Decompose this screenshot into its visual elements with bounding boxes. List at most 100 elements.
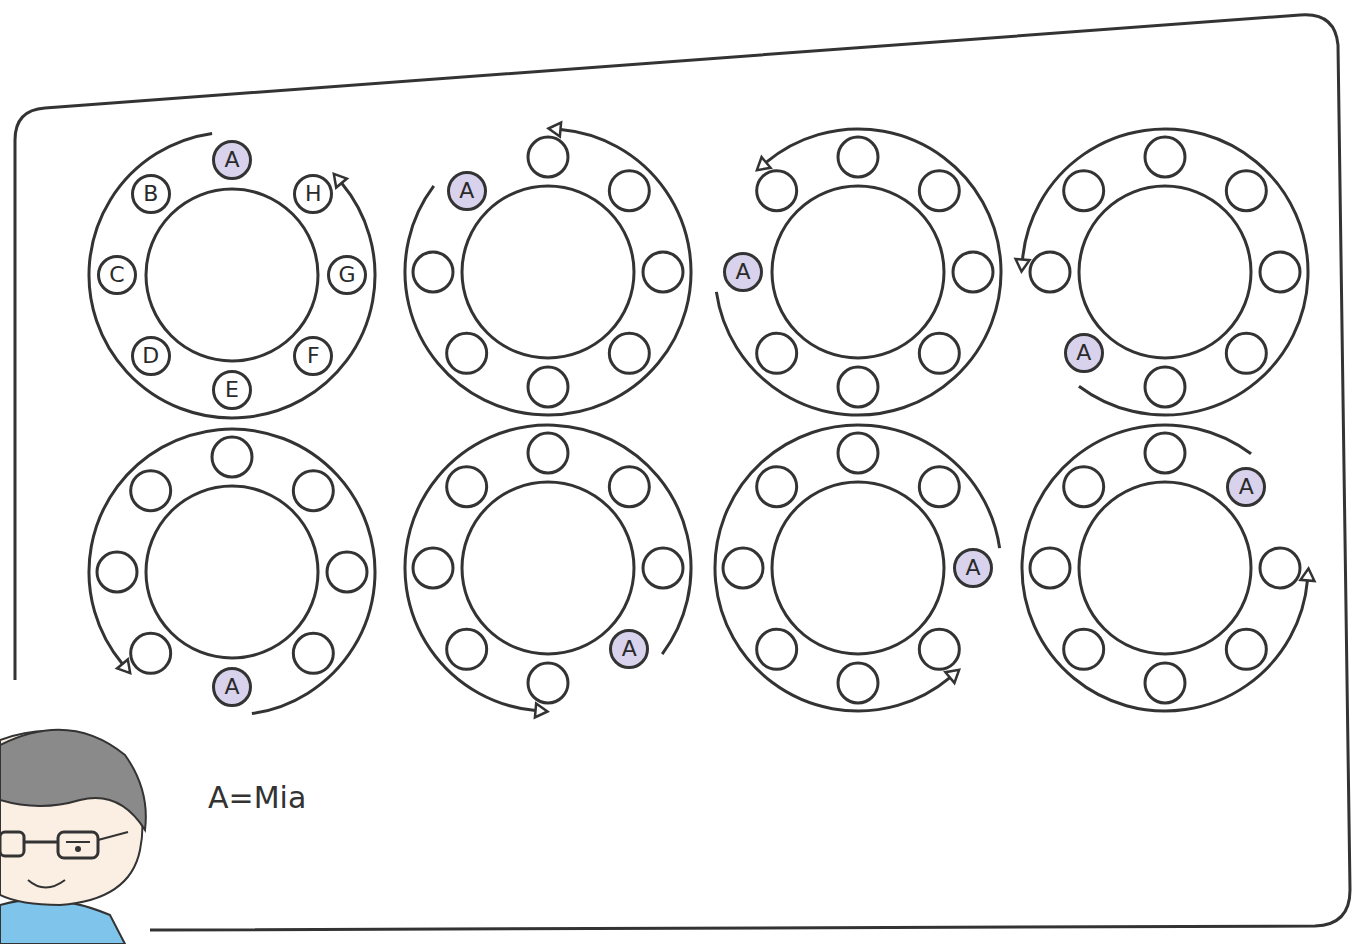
seat-circle	[1226, 333, 1266, 373]
inner-circle	[772, 482, 944, 654]
seat-circle	[838, 663, 878, 703]
seat-node: D	[131, 336, 171, 376]
seat-circle	[1030, 548, 1070, 588]
seat-letter: A	[1239, 476, 1254, 498]
seat-circle	[838, 433, 878, 473]
seat-node: F	[293, 336, 333, 376]
seat-shape	[214, 372, 251, 409]
seat-circle	[1260, 548, 1300, 588]
seat-circle	[447, 629, 487, 669]
seat-node: A	[953, 548, 993, 588]
seat-node: A	[447, 171, 487, 211]
seat-circle	[1260, 252, 1300, 292]
seat-circle	[919, 467, 959, 507]
seat-shape	[955, 550, 992, 587]
rotation-arc	[89, 133, 375, 418]
arrow-head	[1300, 569, 1314, 582]
seat-circle	[609, 467, 649, 507]
arrow-head	[117, 659, 130, 673]
seat-circle	[327, 552, 367, 592]
seat-node: E	[212, 370, 252, 410]
seat-node: A	[609, 629, 649, 669]
seat-circle	[609, 333, 649, 373]
inner-circle	[146, 486, 318, 658]
inner-circle	[462, 482, 634, 654]
seat-shape	[132, 338, 169, 375]
legend-note: A=Mia	[208, 780, 306, 815]
seat-circle	[1064, 467, 1104, 507]
seat-shape	[132, 175, 169, 212]
seat-circle	[953, 252, 993, 292]
arrow-head	[945, 670, 959, 683]
seat-circle	[212, 437, 252, 477]
seat-circle	[723, 548, 763, 588]
seat-letter: A	[224, 149, 239, 171]
seat-circle	[528, 367, 568, 407]
seat-shape	[214, 669, 251, 706]
seat-letter: C	[109, 264, 124, 286]
arrow-head	[757, 157, 771, 170]
seat-letter: A	[735, 261, 750, 283]
rotation-arc	[1023, 129, 1308, 415]
person-figure	[0, 730, 146, 944]
seat-circle	[1030, 252, 1070, 292]
seat-shape	[295, 175, 332, 212]
inner-circle	[772, 186, 944, 358]
seat-node: A	[723, 252, 763, 292]
arrow-head	[1016, 259, 1030, 272]
seat-circle	[528, 433, 568, 473]
seat-circle	[1145, 663, 1185, 703]
seat-circle	[919, 171, 959, 211]
seat-circle	[528, 663, 568, 703]
seat-node: A	[212, 667, 252, 707]
inner-circle	[146, 189, 318, 361]
seat-shape	[1228, 468, 1265, 505]
seat-circle	[413, 548, 453, 588]
rotation-arc	[89, 429, 375, 714]
seat-shape	[725, 254, 762, 291]
seat-letter: E	[225, 379, 239, 401]
seat-circle	[757, 333, 797, 373]
seat-circle	[1145, 433, 1185, 473]
seat-circle	[293, 471, 333, 511]
seat-shape	[611, 631, 648, 668]
seat-shape	[99, 257, 136, 294]
arrow-head	[535, 703, 548, 717]
seat-node: A	[1064, 333, 1104, 373]
seat-circle	[609, 171, 649, 211]
seat-shape	[1065, 335, 1102, 372]
seat-circle	[413, 252, 453, 292]
seat-shape	[448, 172, 485, 209]
seat-circle	[919, 333, 959, 373]
seat-circle	[838, 137, 878, 177]
seat-circle	[1064, 629, 1104, 669]
seat-letter: A	[224, 676, 239, 698]
seat-shape	[329, 257, 366, 294]
seat-letter: B	[143, 183, 158, 205]
seat-shape	[295, 338, 332, 375]
seat-circle	[1226, 171, 1266, 211]
seat-circle	[1145, 367, 1185, 407]
ring-group	[89, 123, 1314, 718]
seat-letter: A	[965, 557, 980, 579]
seat-circle	[757, 467, 797, 507]
seat-letter: G	[338, 264, 355, 286]
inner-circle	[1079, 482, 1251, 654]
board-frame	[15, 15, 1350, 930]
seat-circle	[643, 548, 683, 588]
seat-node: H	[293, 174, 333, 214]
seat-circle	[131, 633, 171, 673]
rotation-arc	[1022, 425, 1307, 711]
seat-circle	[1064, 171, 1104, 211]
seat-circle	[757, 629, 797, 669]
seat-shape	[214, 142, 251, 179]
seat-node: C	[97, 255, 137, 295]
seat-circle	[447, 333, 487, 373]
seat-node: B	[131, 174, 171, 214]
seat-letter: F	[307, 345, 320, 367]
rotation-arc	[405, 130, 691, 415]
seat-circle	[1145, 137, 1185, 177]
seat-letter: A	[459, 180, 474, 202]
